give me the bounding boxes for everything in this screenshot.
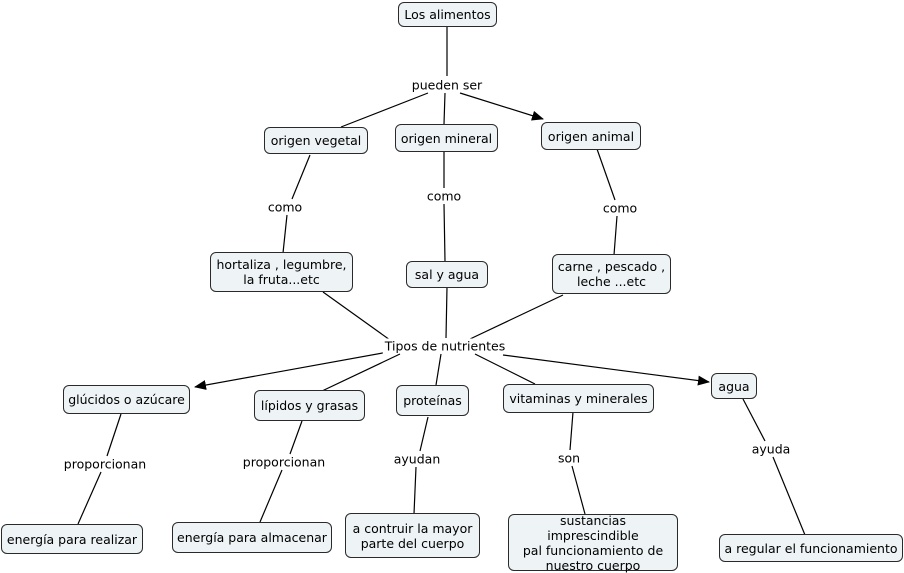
label-como-animal: como <box>600 200 640 216</box>
link-animal-como <box>596 148 616 201</box>
node-sal-agua[interactable]: sal y agua <box>406 261 488 288</box>
label-pueden-ser: pueden ser <box>409 77 485 93</box>
link-ayudan-contruir <box>413 466 417 515</box>
node-sustancias[interactable]: sustancias imprescindible pal funcionami… <box>508 513 678 573</box>
node-proteinas[interactable]: proteínas <box>396 385 469 416</box>
node-agua[interactable]: agua <box>711 373 757 399</box>
link-pueden-vegetal <box>340 92 429 128</box>
node-glucidos[interactable]: glúcidos o azúcare <box>63 385 190 414</box>
node-energia-realizar[interactable]: energía para realizar <box>1 524 143 554</box>
node-los-alimentos[interactable]: Los alimentos <box>398 2 497 27</box>
link-proporcionan-energia2 <box>259 469 283 523</box>
link-glucidos-proporcionan <box>106 413 122 457</box>
link-como-carne <box>613 215 618 256</box>
node-lipidos[interactable]: lípidos y grasas <box>254 390 365 421</box>
link-tipos-proteinas <box>435 353 442 386</box>
label-tipos-de-nutrientes: Tipos de nutrientes <box>382 338 508 354</box>
link-pueden-mineral <box>443 92 446 125</box>
node-origen-mineral[interactable]: origen mineral <box>395 124 498 152</box>
label-ayuda: ayuda <box>749 441 793 457</box>
link-pueden-animal <box>459 92 544 121</box>
node-energia-almacenar[interactable]: energía para almacenar <box>172 522 332 553</box>
link-hortaliza-tipos <box>322 291 391 341</box>
link-carne-tipos <box>469 294 564 340</box>
link-tipos-glucidos <box>194 351 389 390</box>
link-tipos-vitaminas <box>474 353 536 385</box>
label-como-mineral: como <box>424 188 464 204</box>
link-proteinas-ayudan <box>419 416 429 452</box>
link-son-sustancias <box>571 465 586 515</box>
node-hortaliza[interactable]: hortaliza , legumbre, la fruta...etc <box>210 252 353 292</box>
link-tipos-lipidos <box>321 353 401 392</box>
node-vitaminas[interactable]: vitaminas y minerales <box>503 384 654 413</box>
label-proporcionan-1: proporcionan <box>61 456 149 472</box>
link-como-sal <box>443 203 446 262</box>
node-carne[interactable]: carne , pescado , leche ...etc <box>552 254 671 294</box>
node-contruir[interactable]: a contruir la mayor parte del cuerpo <box>345 513 480 558</box>
link-lipidos-proporcionan <box>289 420 303 455</box>
label-son: son <box>555 450 583 466</box>
link-como-hortaliza <box>282 214 288 254</box>
link-proporcionan-energia1 <box>77 471 102 525</box>
label-proporcionan-2: proporcionan <box>240 454 328 470</box>
link-tipos-agua <box>502 354 710 386</box>
node-regular[interactable]: a regular el funcionamiento <box>719 534 903 562</box>
node-origen-vegetal[interactable]: origen vegetal <box>264 127 368 154</box>
label-ayudan: ayudan <box>391 451 443 467</box>
link-vegetal-como <box>291 154 311 200</box>
link-ayuda-regular <box>772 456 806 536</box>
link-agua-ayuda <box>742 398 766 442</box>
link-sal-tipos <box>445 286 448 339</box>
link-vitaminas-son <box>569 411 574 451</box>
label-como-vegetal: como <box>265 199 305 215</box>
node-origen-animal[interactable]: origen animal <box>541 122 641 150</box>
